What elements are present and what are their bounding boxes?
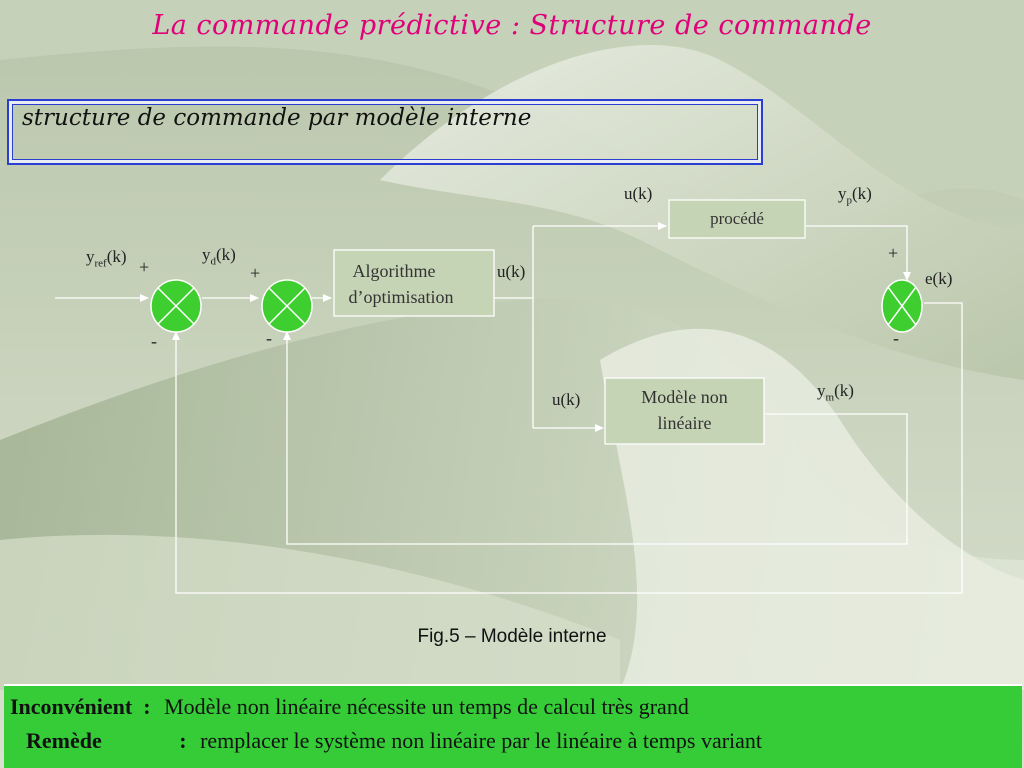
line-process-out — [806, 225, 911, 281]
label-yref: yref(k) — [86, 247, 127, 270]
line-model-out — [283, 331, 908, 545]
sign-minus-2: - — [266, 328, 272, 348]
label-yp: yp(k) — [838, 184, 872, 207]
algorithm-label-line1: Algorithme — [352, 261, 436, 281]
subtitle: structure de commande par modèle interne — [22, 105, 532, 131]
drawback-text: Modèle non linéaire nécessite un temps d… — [164, 694, 689, 719]
sign-plus-2: + — [250, 263, 261, 283]
subtitle-box — [7, 99, 763, 165]
remedy-head: Remède — [26, 728, 102, 753]
process-label: procédé — [710, 209, 764, 228]
label-ym: ym(k) — [817, 381, 854, 404]
summer-3 — [881, 279, 923, 333]
model-label: Modèle non linéaire — [605, 384, 764, 436]
label-u-algo: u(k) — [497, 262, 526, 281]
sign-minus-3: - — [893, 328, 899, 348]
process-block — [668, 199, 806, 239]
bottom-panel: Inconvénient : Modèle non linéaire néces… — [4, 684, 1022, 768]
remedy-colon: : — [179, 728, 187, 753]
label-yd: yd(k) — [202, 245, 236, 268]
remedy-text: remplacer le système non linéaire par le… — [200, 728, 763, 753]
slide-title: La commande prédictive : Structure de co… — [152, 10, 872, 41]
line-feedback-outer — [172, 302, 963, 594]
label-u-bottom: u(k) — [552, 390, 581, 409]
summer-1 — [150, 279, 202, 333]
algorithm-label-line2: d’optimisation — [348, 287, 454, 307]
model-label-line1: Modèle non — [641, 387, 728, 407]
remedy-row: Remède : remplacer le système non linéai… — [26, 728, 762, 754]
algorithm-label: Algorithme d’optimisation — [334, 258, 454, 310]
algorithm-block — [333, 249, 495, 317]
label-e: e(k) — [925, 269, 953, 288]
summer-2 — [261, 279, 313, 333]
figure-caption: Fig.5 – Modèle interne — [417, 626, 607, 647]
drawback-head: Inconvénient : — [10, 694, 151, 719]
model-label-line2: linéaire — [657, 413, 712, 433]
sign-plus-3: + — [888, 243, 899, 263]
drawback-row: Inconvénient : Modèle non linéaire néces… — [10, 694, 689, 720]
model-block — [604, 377, 765, 445]
label-u-top: u(k) — [624, 184, 653, 203]
sign-minus-1: - — [151, 331, 157, 351]
sign-plus-1: + — [139, 257, 150, 277]
